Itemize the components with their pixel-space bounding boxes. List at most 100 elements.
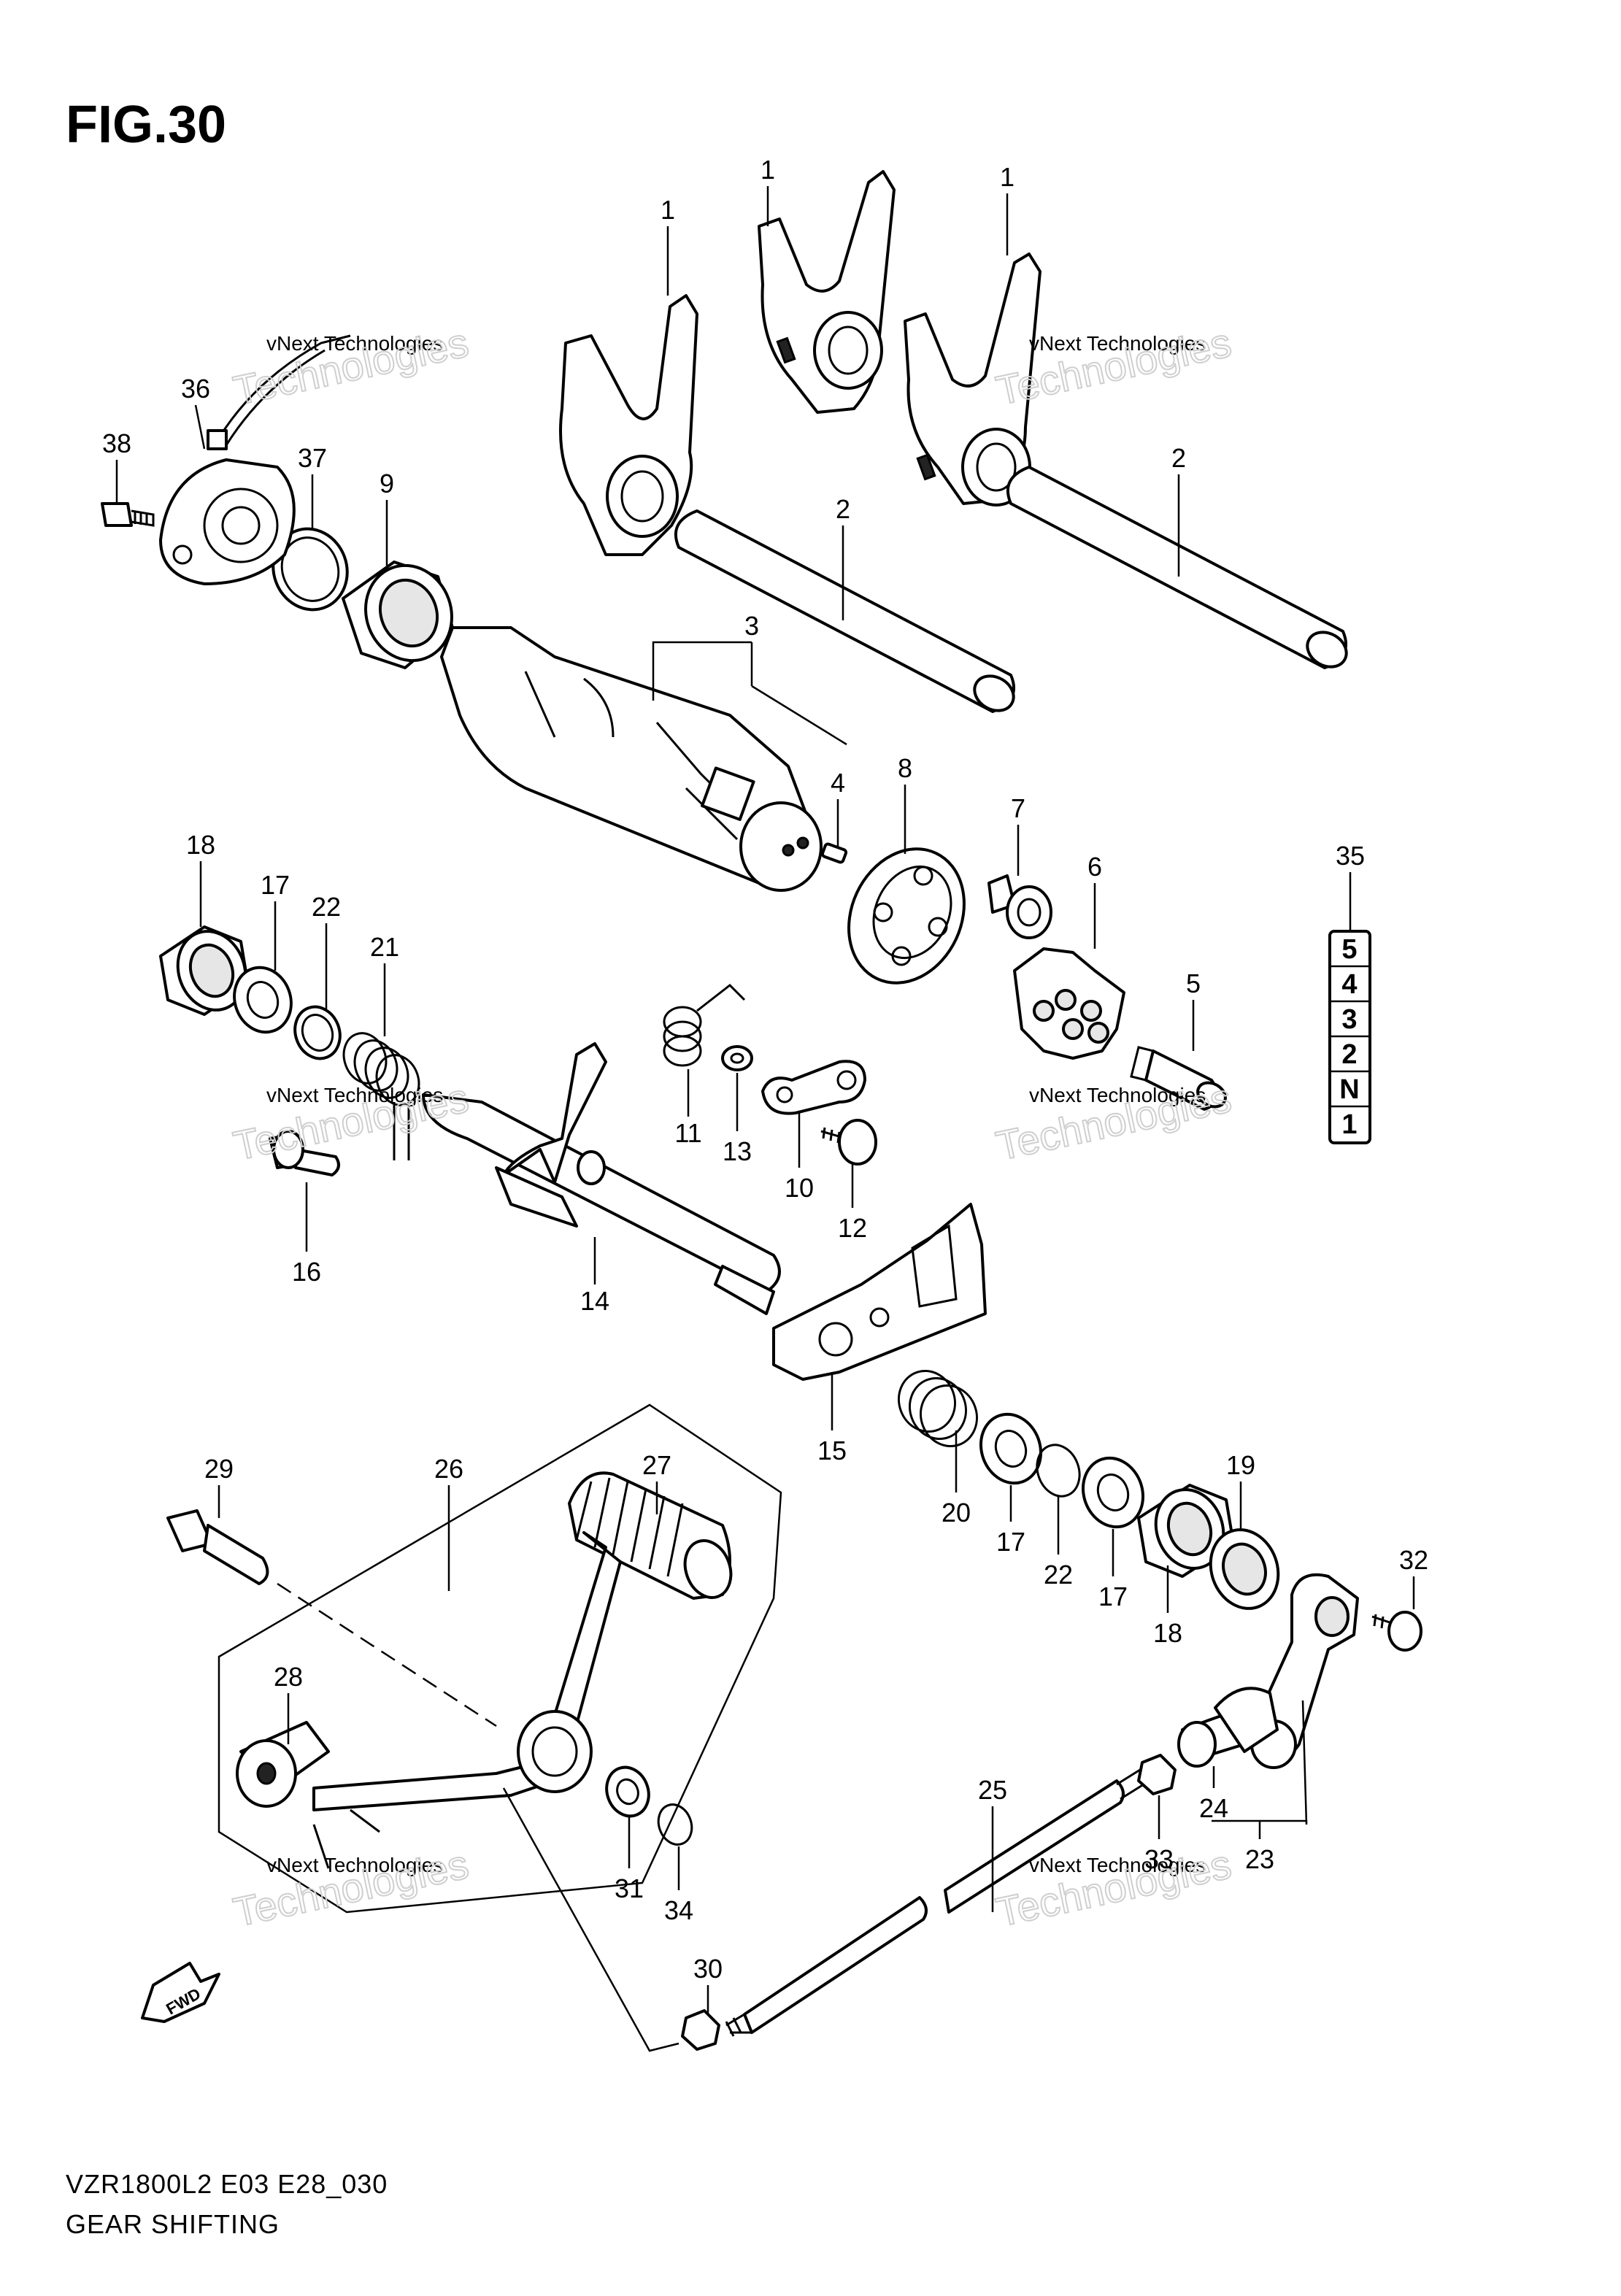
fork-shaft-icon — [674, 509, 1015, 713]
callout-22: 22 — [1044, 1560, 1073, 1590]
callout-5: 5 — [1186, 968, 1201, 998]
cam-stopper-arm-icon — [761, 1060, 866, 1115]
bolt-icon — [1371, 1611, 1422, 1652]
circlip-icon — [657, 1803, 693, 1846]
watermark-text: vNext Technologies — [1029, 332, 1206, 355]
callout-8: 8 — [898, 753, 912, 783]
callout-16: 16 — [292, 1257, 321, 1287]
cam-stopper-plate-icon — [1013, 947, 1125, 1060]
callout-32: 32 — [1399, 1545, 1428, 1575]
callout-36: 36 — [181, 374, 210, 404]
callout-27: 27 — [642, 1450, 671, 1480]
callout-1: 1 — [761, 155, 775, 185]
pedal-rubber-icon — [568, 1471, 733, 1600]
screw-icon — [101, 502, 155, 527]
gearshift-lever-icon — [312, 1531, 622, 1811]
callout-29: 29 — [204, 1454, 234, 1484]
gear-label-n: N — [1339, 1074, 1359, 1105]
callout-24: 24 — [1199, 1793, 1228, 1823]
return-spring-icon — [342, 1032, 420, 1160]
shift-fork-icon — [758, 170, 896, 414]
watermark-text: vNext Technologies — [266, 1084, 443, 1106]
gearshift-cam-icon — [440, 626, 823, 892]
washer-icon — [1081, 1456, 1145, 1529]
gearshift-arm-plate-icon — [772, 1203, 987, 1381]
washer-icon — [979, 1412, 1043, 1485]
watermark-text: vNext Technologies — [266, 1854, 443, 1876]
callout-4: 4 — [831, 768, 845, 798]
shift-fork-icon — [559, 294, 698, 556]
callout-3: 3 — [744, 611, 759, 641]
callout-23: 23 — [1245, 1844, 1274, 1874]
watermark-text: vNext Technologies — [266, 332, 443, 355]
pivot-bolt-icon — [269, 1130, 340, 1176]
gearshift-arm-icon — [1214, 1573, 1359, 1769]
o-ring-icon — [272, 527, 349, 612]
callout-35: 35 — [1336, 841, 1365, 871]
spring-icon — [663, 984, 746, 1067]
callout-11: 11 — [674, 1118, 701, 1148]
cam-pin-icon — [820, 842, 848, 864]
washer-icon — [605, 1765, 650, 1818]
callout-6: 6 — [1087, 852, 1102, 882]
callout-17: 17 — [996, 1527, 1025, 1557]
callout-20: 20 — [942, 1498, 971, 1528]
pivot-bolt-icon — [166, 1509, 269, 1585]
gear-label-2: 2 — [1341, 1039, 1357, 1070]
callout-7: 7 — [1011, 793, 1025, 823]
callout-30: 30 — [693, 1954, 723, 1984]
callout-31: 31 — [615, 1873, 644, 1903]
callout-13: 13 — [723, 1136, 752, 1166]
bearing-icon — [342, 560, 454, 669]
callout-33: 33 — [1144, 1844, 1174, 1874]
circlip-icon — [293, 1005, 342, 1060]
gear-label-5: 5 — [1341, 934, 1357, 965]
assembly-guide-line — [502, 1787, 679, 2052]
gear-position-sensor-icon — [159, 334, 351, 585]
pin-icon — [1130, 1046, 1227, 1111]
callout-14: 14 — [580, 1286, 609, 1316]
callout-19: 19 — [1226, 1450, 1255, 1480]
callout-17: 17 — [1098, 1582, 1128, 1611]
callout-1: 1 — [661, 195, 675, 225]
lock-nut-icon — [1137, 1754, 1177, 1795]
bearing-icon — [1137, 1484, 1235, 1578]
callout-2: 2 — [836, 494, 850, 524]
watermark-text: vNext Technologies — [1029, 1084, 1206, 1106]
gear-label-4: 4 — [1341, 969, 1357, 1000]
fwd-arrow-icon: FWD — [141, 1962, 220, 2023]
gearshift-link-rod-icon — [725, 1765, 1150, 2037]
pivot-axis-line — [277, 1582, 497, 1727]
gear-label-3: 3 — [1341, 1004, 1357, 1035]
callout-26: 26 — [434, 1454, 463, 1484]
model-code: VZR1800L2 E03 E28_030 — [66, 2169, 388, 2199]
callout-37: 37 — [298, 443, 327, 473]
circlip-icon — [1036, 1444, 1081, 1498]
callout-1: 1 — [1000, 162, 1014, 192]
fork-shaft-icon — [1006, 466, 1348, 669]
callout-34: 34 — [664, 1895, 693, 1925]
callout-18: 18 — [186, 830, 215, 860]
gear-label-1: 1 — [1341, 1109, 1357, 1140]
washer-icon — [233, 966, 293, 1034]
callout-2: 2 — [1171, 443, 1186, 473]
callout-28: 28 — [274, 1662, 303, 1692]
watermark-text: vNext Technologies — [1029, 1854, 1206, 1876]
callout-10: 10 — [785, 1173, 814, 1203]
callout-15: 15 — [817, 1436, 847, 1465]
bearing-icon — [159, 925, 250, 1016]
diagram-caption: GEAR SHIFTING — [66, 2209, 280, 2239]
callout-22: 22 — [312, 892, 341, 922]
callout-18: 18 — [1153, 1618, 1182, 1648]
callout-38: 38 — [102, 428, 131, 458]
washer-icon — [721, 1045, 753, 1071]
pedal-assembly-frame — [217, 1403, 782, 1914]
callout-21: 21 — [370, 932, 399, 962]
leader-lines — [115, 186, 1415, 2014]
callout-numbers: 1 1 1 2 2 3 4 5 6 7 8 9 10 11 12 13 14 1… — [102, 155, 1428, 1984]
lock-nut-icon — [681, 2009, 720, 2051]
bolt-icon — [987, 874, 1052, 939]
callout-17: 17 — [261, 870, 290, 900]
gearshift-shaft-icon — [422, 1042, 781, 1315]
bearing-icon — [847, 847, 966, 985]
